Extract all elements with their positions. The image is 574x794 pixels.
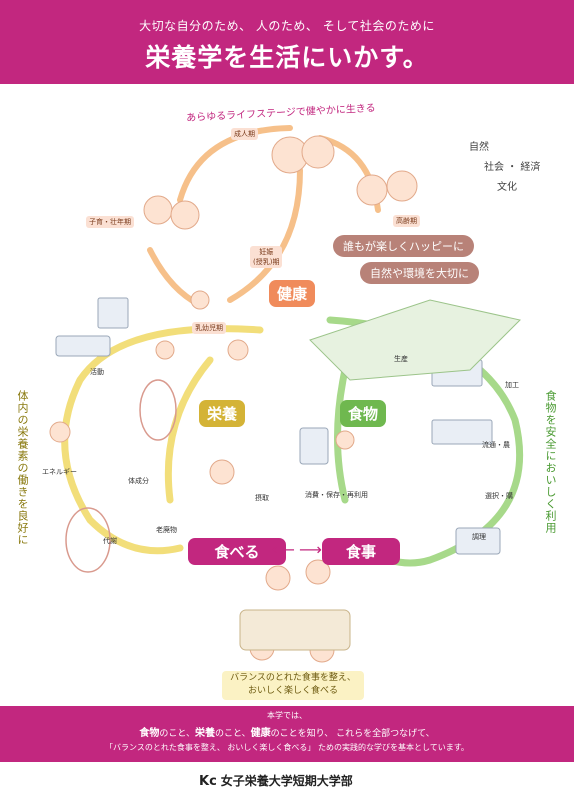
cycle-illustration bbox=[49, 125, 524, 663]
keyword-nutrition: 栄養 bbox=[199, 400, 246, 427]
logo-mark-icon: Kc bbox=[199, 774, 217, 789]
object-illustrations bbox=[55, 297, 501, 651]
header-subtitle: 大切な自分のため、 人のため、 そして社会のために bbox=[139, 19, 435, 33]
message-nature: 自然や環境を大切に bbox=[360, 262, 479, 284]
stage-childrearing: 子育・壮年期 bbox=[86, 216, 134, 228]
label-body: 体成分 bbox=[128, 477, 149, 485]
body-figure bbox=[65, 379, 177, 573]
stage-elderly: 高齢期 bbox=[393, 215, 420, 227]
footer-line3: 「バランスのとれた食事を整え、 おいしく楽しく食べる」 ための実践的な学びを基本… bbox=[105, 743, 469, 752]
label-distribution: 流通・農 bbox=[482, 441, 510, 449]
footer-word-food: 食物 bbox=[139, 728, 160, 739]
footer-banner: 本学では、 食物のこと、栄養のこと、健康のことを知り、 これらを全部つなげて、 … bbox=[0, 706, 574, 762]
header-title: 栄養学を生活にいかす。 bbox=[145, 43, 429, 72]
footer-word-health: 健康 bbox=[250, 728, 271, 739]
footer-word-nutrition: 栄養 bbox=[194, 728, 215, 739]
label-energy: エネルギー bbox=[42, 468, 77, 476]
label-metabolism: 代謝 bbox=[103, 537, 117, 545]
label-production: 生産 bbox=[394, 355, 408, 363]
label-cooking: 調理 bbox=[472, 533, 486, 541]
label-selection: 選択・購 bbox=[485, 492, 513, 500]
keyword-health: 健康 bbox=[269, 280, 316, 307]
label-processing: 加工 bbox=[505, 381, 519, 389]
society-culture: 文化 bbox=[497, 182, 517, 193]
label-waste: 老廃物 bbox=[156, 526, 177, 534]
arrow-left-icon: ⟵ bbox=[272, 540, 295, 559]
arrow-right-icon: ⟶ bbox=[299, 540, 322, 559]
message-happy: 誰もが楽しくハッピーに bbox=[333, 235, 474, 257]
label-activity: 活動 bbox=[90, 368, 104, 376]
label-intake: 摂取 bbox=[255, 494, 269, 502]
stage-pregnancy: 妊娠 (授乳)期 bbox=[250, 246, 283, 268]
people-illustrations bbox=[49, 135, 418, 663]
label-consumption: 消費・保存・再利用 bbox=[305, 491, 368, 499]
farm-field bbox=[309, 299, 521, 381]
society-nature: 自然 bbox=[469, 142, 489, 153]
society-economy: 社会 ・ 経済 bbox=[484, 162, 541, 173]
footer-particle-2: のこと、 bbox=[214, 729, 251, 739]
keyword-food: 食物 bbox=[340, 400, 387, 427]
side-right-text: 食物を安全においしく利用 bbox=[544, 390, 557, 534]
footer-particle-1: のこと、 bbox=[159, 729, 195, 739]
stage-adult: 成人期 bbox=[231, 128, 258, 140]
keyword-eat: 食べる bbox=[188, 538, 286, 565]
footer-particle-3: のことを知り、 これらを全部つなげて、 bbox=[270, 729, 435, 739]
keyword-meal: 食事 bbox=[322, 538, 400, 565]
header-banner: 大切な自分のため、 人のため、 そして社会のために 栄養学を生活にいかす。 bbox=[0, 0, 574, 84]
footer-line1: 本学では、 bbox=[267, 711, 307, 720]
footer-line2: 食物のこと、栄養のこと、健康のことを知り、 これらを全部つなげて、 bbox=[0, 724, 574, 739]
balance-caption: バランスのとれた食事を整え、 おいしく楽しく食べる bbox=[222, 671, 364, 700]
stage-infant: 乳幼児期 bbox=[192, 322, 226, 334]
school-name: 女子栄養大学短期大学部 bbox=[220, 774, 353, 788]
side-left-text: 体内の栄養素の働きを良好に bbox=[16, 390, 29, 546]
